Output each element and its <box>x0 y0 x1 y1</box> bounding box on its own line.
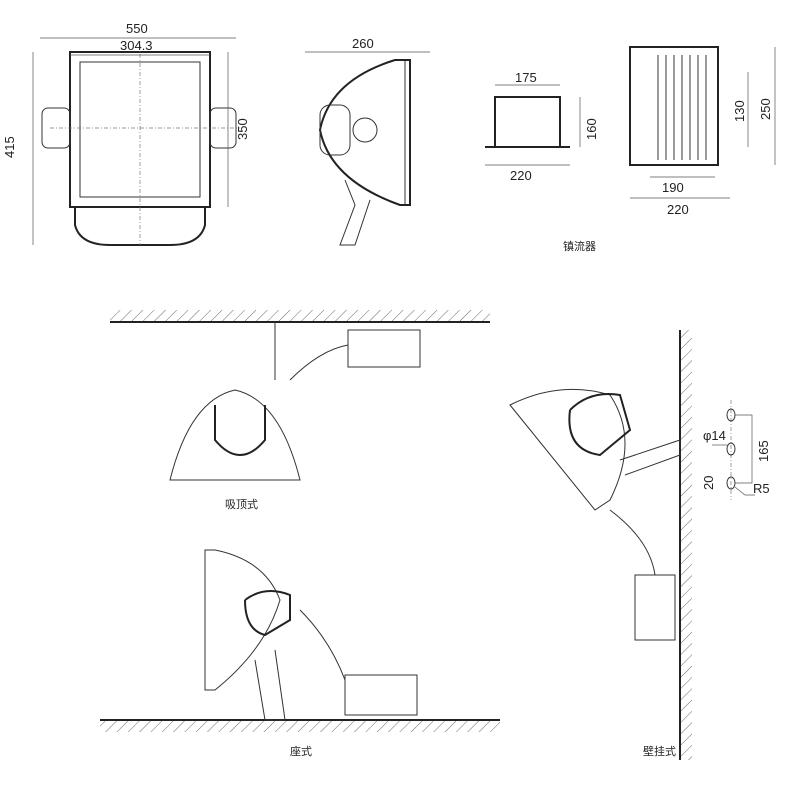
ballast-front-view: 175 160 220 <box>485 70 599 183</box>
wall-hole-detail: φ14 165 20 R5 <box>701 400 771 500</box>
dim-ballast-bottom: 220 <box>510 168 532 183</box>
ballast-label: 镇流器 <box>563 239 596 253</box>
dim-ballast-height: 160 <box>584 118 599 140</box>
corner-radius: R5 <box>753 481 770 496</box>
dim-ballast-length: 250 <box>758 98 773 120</box>
floor-mount <box>100 549 500 732</box>
ceiling-mount <box>110 310 490 481</box>
hole-diameter: φ14 <box>703 428 726 443</box>
dim-inner-height: 350 <box>235 118 250 140</box>
dim-depth: 260 <box>352 36 374 51</box>
wall-mount <box>509 330 692 760</box>
hole-spacing: 165 <box>756 440 771 462</box>
dim-hole-spacing: 130 <box>732 100 747 122</box>
dim-inner-width: 304.3 <box>120 38 153 53</box>
floor-mount-label: 座式 <box>290 744 312 758</box>
side-view: 260 <box>305 36 430 246</box>
front-view: 550 304.3 415 350 <box>2 21 250 246</box>
dim-height: 415 <box>2 136 17 158</box>
slot-size: 20 <box>701 476 716 490</box>
dim-ballast-inner: 190 <box>662 180 684 195</box>
dim-width: 550 <box>126 21 148 36</box>
dim-ballast-top: 175 <box>515 70 537 85</box>
ceiling-mount-label: 吸顶式 <box>225 498 258 511</box>
ballast-top-view: 130 250 190 220 <box>629 46 776 217</box>
dim-ballast-width: 220 <box>667 202 689 217</box>
wall-mount-label: 壁挂式 <box>643 744 676 758</box>
